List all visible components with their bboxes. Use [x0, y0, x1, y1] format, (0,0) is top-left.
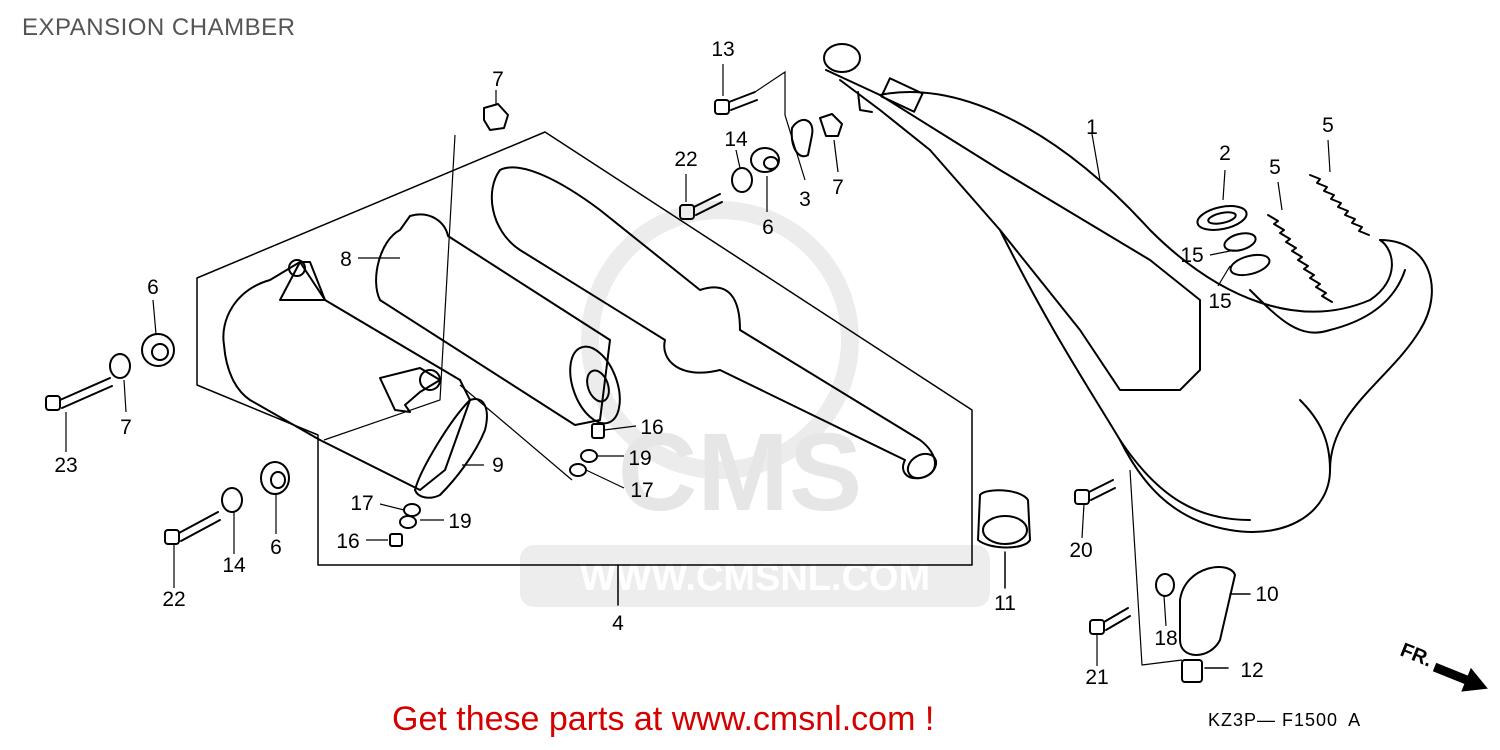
callout-12[interactable]: 12	[1240, 659, 1263, 682]
part-5-spring-2[interactable]	[1309, 174, 1370, 236]
bolt-20[interactable]	[1074, 479, 1116, 505]
callout-2[interactable]: 2	[1219, 142, 1231, 165]
callout-16-left[interactable]: 16	[336, 530, 359, 553]
callout-7-top[interactable]: 7	[492, 68, 504, 91]
callout-4[interactable]: 4	[612, 612, 624, 635]
callout-1[interactable]: 1	[1086, 116, 1098, 139]
callout-7-right[interactable]: 7	[832, 176, 844, 199]
part-1-expansion-chamber[interactable]	[823, 43, 1433, 533]
revision-letter: A	[1348, 710, 1362, 730]
part-5-spring[interactable]	[1267, 214, 1333, 303]
part-15-o-ring-2[interactable]	[1228, 251, 1271, 279]
callout-labels: 13 7 22 14 6 3 7 1 2 5 5 15 15 8 6 7 23 …	[54, 38, 1334, 689]
cmsnl-watermark: CMS WWW.CMSNL.COM	[520, 201, 990, 607]
bolt-16-left[interactable]	[389, 533, 403, 547]
washer-7-left[interactable]	[109, 353, 131, 379]
collar-7-top[interactable]	[483, 103, 509, 131]
part-15-o-ring[interactable]	[1222, 230, 1257, 254]
callout-18[interactable]: 18	[1154, 627, 1177, 650]
callout-15-top[interactable]: 15	[1180, 244, 1203, 267]
callout-22-top[interactable]: 22	[674, 148, 697, 171]
part-2-gasket[interactable]	[1195, 202, 1248, 234]
callout-17-right[interactable]: 17	[630, 479, 653, 502]
callout-3[interactable]: 3	[799, 188, 811, 211]
callout-5-right[interactable]: 5	[1322, 114, 1334, 137]
callout-14-top[interactable]: 14	[724, 128, 748, 151]
callout-7-left[interactable]: 7	[120, 416, 132, 439]
bolt-22-left[interactable]	[164, 511, 221, 545]
bolt-13[interactable]	[714, 91, 758, 115]
washer-14-top[interactable]	[731, 167, 753, 193]
leader-lines	[65, 64, 1331, 666]
front-direction-label: FR.	[1397, 639, 1435, 671]
washer-14-left[interactable]	[221, 487, 243, 513]
callout-17-left[interactable]: 17	[350, 492, 373, 515]
bolt-21[interactable]	[1089, 607, 1131, 635]
diagram-code: KZ3P— F1500 A	[1208, 710, 1361, 731]
callout-19-left[interactable]: 19	[448, 510, 471, 533]
washer-17-left[interactable]	[403, 503, 421, 517]
callout-21[interactable]: 21	[1085, 666, 1108, 689]
grommet-6-left[interactable]	[141, 333, 175, 367]
part-12-clip[interactable]	[1181, 659, 1203, 683]
collar-7-right[interactable]	[819, 113, 843, 137]
footer-link[interactable]: Get these parts at www.cmsnl.com !	[392, 700, 935, 738]
washer-17-right[interactable]	[569, 463, 587, 477]
callout-10[interactable]: 10	[1255, 583, 1278, 606]
callout-8[interactable]: 8	[340, 248, 352, 271]
front-arrow-icon	[1432, 662, 1488, 692]
callout-22-left[interactable]: 22	[162, 588, 185, 611]
grommet-6-bottom[interactable]	[260, 461, 290, 495]
callout-5-left[interactable]: 5	[1269, 156, 1281, 179]
callout-14-left[interactable]: 14	[222, 554, 246, 577]
callout-6-top[interactable]: 6	[762, 216, 774, 239]
silencer-assembly-outline	[196, 131, 973, 566]
part-9-silencer-band[interactable]	[414, 398, 488, 499]
part-11-damper[interactable]	[977, 489, 1031, 589]
callout-6-bottom[interactable]: 6	[270, 536, 282, 559]
bolt-22-top[interactable]	[679, 193, 723, 220]
washer-19-right[interactable]	[580, 449, 598, 463]
bolt-23[interactable]	[45, 377, 113, 411]
silencer-outer-body[interactable]	[222, 259, 471, 491]
bolt-16-right[interactable]	[591, 423, 605, 439]
callout-23[interactable]: 23	[54, 454, 77, 477]
callout-13[interactable]: 13	[711, 38, 734, 61]
callout-9[interactable]: 9	[492, 454, 504, 477]
diagram-title: EXPANSION CHAMBER	[22, 14, 296, 41]
part-10-bracket[interactable]	[1179, 566, 1251, 656]
grommet-6-top[interactable]	[750, 147, 780, 173]
watermark-url: WWW.CMSNL.COM	[580, 557, 930, 599]
washer-19-left[interactable]	[399, 515, 417, 529]
callout-6-left[interactable]: 6	[147, 276, 159, 299]
part-18-washer[interactable]	[1155, 573, 1175, 597]
watermark-brand: CMS	[618, 411, 862, 534]
callout-16-right[interactable]: 16	[640, 416, 663, 439]
tailpipe[interactable]	[490, 166, 941, 483]
front-direction-indicator: FR.	[1397, 639, 1488, 692]
part-8-inner-tube[interactable]	[375, 213, 629, 430]
callout-15-bottom[interactable]: 15	[1208, 290, 1231, 313]
diagram-code-text: KZ3P— F1500	[1208, 710, 1339, 730]
callout-19-right[interactable]: 19	[628, 447, 651, 470]
part-3-bracket[interactable]	[790, 119, 814, 158]
callout-11[interactable]: 11	[994, 592, 1016, 615]
callout-20[interactable]: 20	[1069, 539, 1092, 562]
